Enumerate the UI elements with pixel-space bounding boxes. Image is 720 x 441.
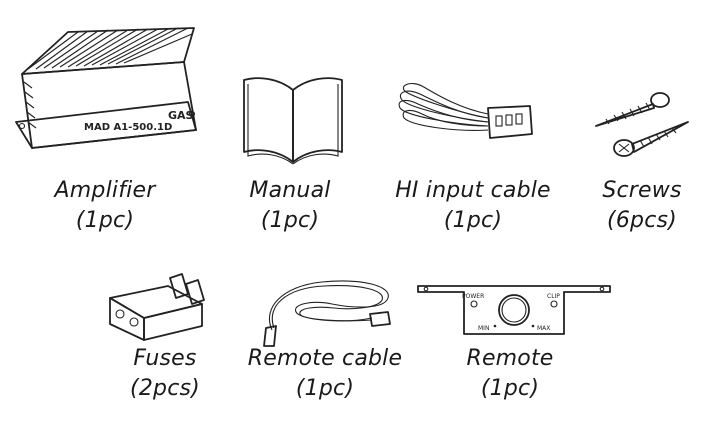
remote-clip-label: CLIP	[547, 293, 560, 300]
remote-illustration: POWER CLIP MIN MAX	[417, 285, 611, 335]
hi-input-cable-illustration	[398, 83, 533, 139]
amplifier-brand-text: GAS	[168, 109, 194, 122]
item-name: HI input cable	[395, 178, 551, 203]
fuses-illustration	[109, 273, 205, 341]
caption-remote: Remote (1pc)	[450, 344, 570, 404]
caption-amplifier: Amplifier (1pc)	[30, 176, 180, 236]
screws-illustration	[595, 92, 689, 157]
item-qty: (2pcs)	[130, 376, 200, 401]
item-name: Screws	[602, 178, 682, 203]
remote-cable-illustration	[263, 280, 391, 347]
item-qty: (6pcs)	[607, 208, 677, 233]
item-qty: (1pc)	[295, 376, 355, 401]
item-name: Fuses	[133, 346, 197, 371]
item-qty: (1pc)	[443, 208, 503, 233]
item-qty: (1pc)	[75, 208, 135, 233]
caption-fuses: Fuses (2pcs)	[110, 344, 220, 404]
remote-min-label: MIN	[478, 325, 489, 332]
caption-hi-input-cable: HI input cable (1pc)	[388, 176, 558, 236]
item-qty: (1pc)	[480, 376, 540, 401]
item-qty: (1pc)	[260, 208, 320, 233]
remote-max-label: MAX	[537, 325, 550, 332]
caption-screws: Screws (6pcs)	[582, 176, 702, 236]
item-name: Amplifier	[54, 178, 156, 203]
remote-power-label: POWER	[462, 293, 484, 300]
caption-manual: Manual (1pc)	[230, 176, 350, 236]
manual-book-icon	[243, 77, 343, 165]
item-name: Remote	[466, 346, 554, 371]
item-name: Remote cable	[247, 346, 403, 371]
item-name: Manual	[249, 178, 331, 203]
amplifier-illustration: MAD A1-500.1D GAS	[15, 27, 197, 149]
caption-remote-cable: Remote cable (1pc)	[240, 344, 410, 404]
amplifier-model-text: MAD A1-500.1D	[84, 122, 172, 133]
